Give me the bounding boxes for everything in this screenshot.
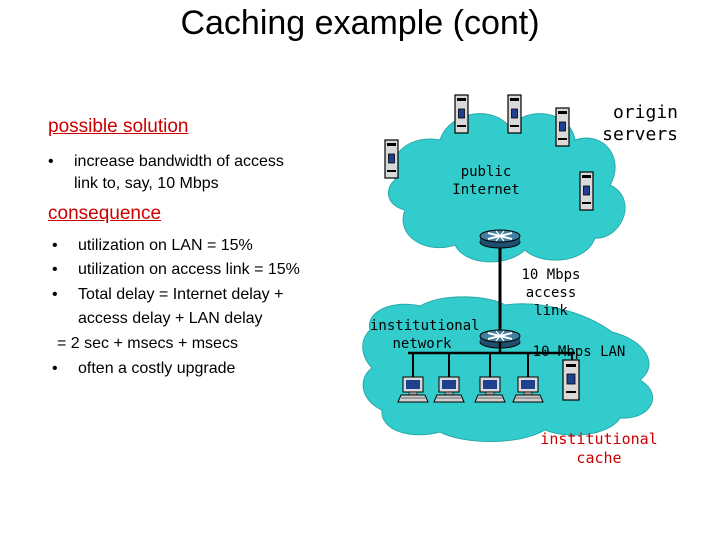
origin-line-2: servers xyxy=(602,124,678,145)
consequence-item-3: • Total delay = Internet delay + xyxy=(52,285,342,305)
consequence-item-4-text: often a costly upgrade xyxy=(78,360,236,377)
origin-servers-label: origin servers xyxy=(570,102,678,146)
inst-line-2: network xyxy=(392,336,452,352)
bullet-mark: • xyxy=(52,360,58,377)
bullet-mark: • xyxy=(48,153,54,170)
origin-server-5 xyxy=(579,171,594,211)
origin-server-2 xyxy=(454,94,469,134)
cache-line-2: cache xyxy=(576,449,622,467)
solution-line-2: link to, say, 10 Mbps xyxy=(74,175,219,192)
lan-host-1 xyxy=(397,376,429,403)
access-link-label: 10 Mbps access link xyxy=(506,266,596,320)
institutional-cache-server xyxy=(562,359,580,401)
consequence-item-2-text: utilization on access link = 15% xyxy=(78,261,300,278)
inst-line-1: institutional xyxy=(370,318,480,334)
institutional-network-label: institutional network xyxy=(370,317,480,353)
internet-router xyxy=(479,229,521,249)
access-line-2: access link xyxy=(525,285,577,319)
cache-line-1: institutional xyxy=(540,430,658,448)
public-internet-label: public Internet xyxy=(440,163,532,199)
bullet-mark: • xyxy=(52,237,58,254)
origin-line-1: origin xyxy=(612,102,678,123)
consequence-item-2: • utilization on access link = 15% xyxy=(52,260,342,280)
consequence-item-3-line-2: access delay + LAN delay xyxy=(78,310,263,327)
slide-title: Caching example (cont) xyxy=(180,4,540,42)
access-line-1: 10 Mbps xyxy=(521,267,581,283)
public-internet-cloud xyxy=(387,113,626,263)
origin-server-1 xyxy=(384,139,399,179)
consequence-item-3-line-1: Total delay = Internet delay + xyxy=(78,286,284,303)
solution-line-1: increase bandwidth of access xyxy=(74,153,284,170)
consequence-item-3-line-3: = 2 sec + msecs + msecs xyxy=(57,335,238,352)
lan-host-2 xyxy=(433,376,465,403)
public-line-1: public xyxy=(460,164,512,180)
consequence-heading: consequence xyxy=(48,203,162,224)
consequence-item-1-text: utilization on LAN = 15% xyxy=(78,237,253,254)
institutional-network-cloud xyxy=(362,296,653,442)
bullet-mark: • xyxy=(52,261,58,278)
lan-host-3 xyxy=(474,376,506,403)
origin-server-3 xyxy=(507,94,522,134)
consequence-item-4: • often a costly upgrade xyxy=(52,359,342,379)
bullet-mark: • xyxy=(52,286,58,303)
consequence-item-1: • utilization on LAN = 15% xyxy=(52,236,342,256)
lan-label: 10 Mbps LAN xyxy=(532,344,626,360)
lan-host-4 xyxy=(512,376,544,403)
origin-server-4 xyxy=(555,107,570,147)
possible-solution-heading: possible solution xyxy=(48,116,189,137)
institutional-cache-label: institutional cache xyxy=(540,430,658,468)
public-line-2: Internet xyxy=(452,182,520,198)
solution-bullet: • increase bandwidth of access link to, … xyxy=(48,152,348,192)
